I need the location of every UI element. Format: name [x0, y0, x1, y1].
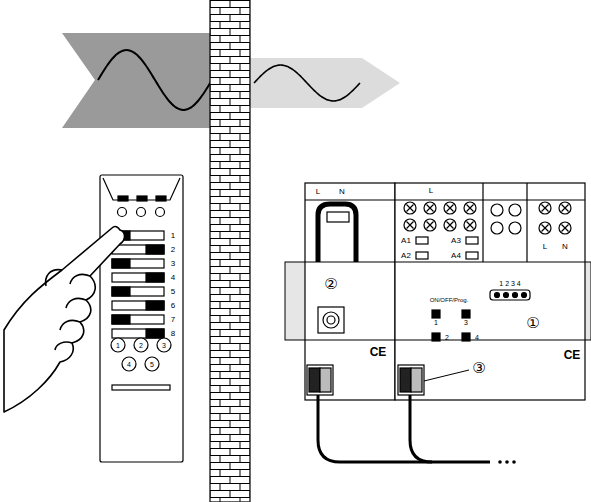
button-number: 2	[445, 334, 449, 341]
callout-number: ①	[526, 315, 539, 330]
button-number: 1	[116, 342, 120, 349]
terminal-label: L	[316, 188, 320, 196]
sine-wave	[254, 65, 360, 101]
brick-wall	[210, 0, 250, 502]
callout-number: ③	[472, 360, 485, 375]
ce-mark: CE	[370, 346, 387, 358]
terminal-label: L	[543, 243, 547, 251]
channel-label: A2	[401, 252, 411, 260]
key-number: 4	[171, 274, 175, 282]
terminal-label: L	[429, 187, 433, 195]
channel-label: A3	[451, 237, 461, 245]
button-number: 2	[139, 342, 143, 349]
key-number: 7	[171, 316, 175, 324]
leader-line	[424, 370, 469, 381]
terminal-label: N	[562, 243, 568, 251]
continuation-dot	[498, 460, 502, 464]
button-number: 5	[150, 361, 154, 368]
channel-label: A4	[451, 252, 461, 260]
led-numbers: 1 2 3 4	[499, 280, 520, 287]
pointing-hand	[4, 227, 125, 412]
button-number: 3	[162, 342, 166, 349]
key-number: 8	[171, 330, 175, 338]
ce-mark: CE	[564, 349, 581, 361]
device-1	[395, 183, 585, 400]
callout-number: ②	[324, 276, 337, 291]
button-number: 1	[434, 319, 438, 326]
continuation-dot	[505, 460, 509, 464]
continuation-dot	[512, 460, 516, 464]
button-number: 4	[127, 361, 131, 368]
key-number: 3	[171, 260, 175, 268]
bus-cable	[318, 395, 490, 462]
button-caption: ON/OFF/Prog.	[430, 297, 469, 303]
device-2	[305, 183, 395, 400]
key-number: 2	[171, 246, 175, 254]
key-number: 1	[171, 232, 175, 240]
terminal-label: N	[339, 188, 345, 196]
key-number: 5	[171, 288, 175, 296]
sine-wave	[98, 50, 212, 110]
signal-arrow-weak	[250, 58, 400, 108]
button-number: 4	[475, 334, 479, 341]
key-number: 6	[171, 302, 175, 310]
button-number: 3	[464, 319, 468, 326]
transmitter	[100, 175, 183, 462]
channel-label: A1	[401, 237, 411, 245]
